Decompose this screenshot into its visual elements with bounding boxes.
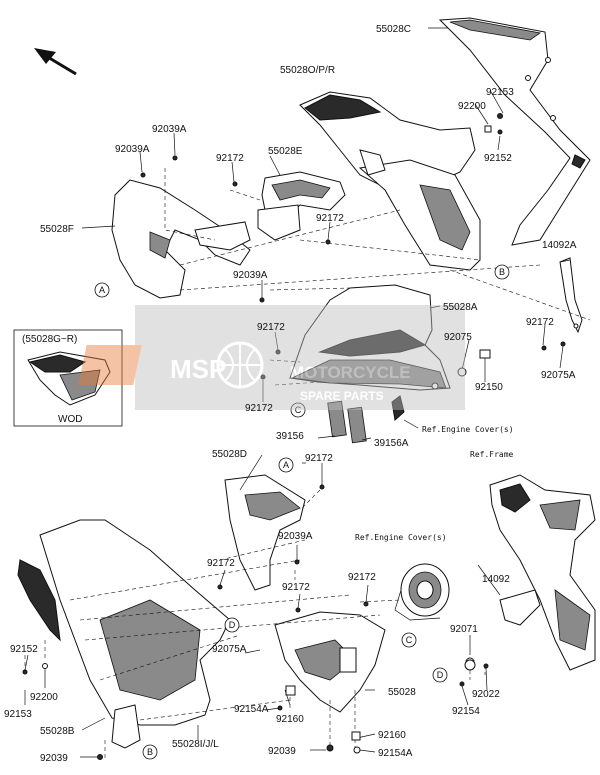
ref-frame: Ref.Frame xyxy=(470,450,514,459)
part-label-92172: 92172 xyxy=(216,153,244,164)
part-label-14092: 14092 xyxy=(482,574,510,585)
lower-panel-55028-part xyxy=(274,611,386,713)
middle-cowl-55028A-part xyxy=(289,284,451,391)
svg-text:D: D xyxy=(437,670,444,680)
callout-A2: A xyxy=(278,457,294,473)
watermark-line1: MOTORCYCLE xyxy=(290,363,411,382)
part-label-55028F: 55028F xyxy=(40,224,74,235)
part-label-92039A: 92039A xyxy=(115,144,150,155)
svg-text:B: B xyxy=(147,747,153,757)
callout-C1: C xyxy=(290,402,306,418)
part-label-92039A: 92039A xyxy=(152,124,187,135)
part-label-92160: 92160 xyxy=(276,714,304,725)
part-label-55028: 55028 xyxy=(388,687,416,698)
part-label-55028D: 55028D xyxy=(212,449,247,460)
inset-caption: WOD xyxy=(58,414,82,425)
part-label-92022: 92022 xyxy=(472,689,500,700)
part-label-92172: 92172 xyxy=(526,317,554,328)
watermark-line2: SPARE PARTS xyxy=(300,389,384,403)
svg-text:C: C xyxy=(406,635,413,645)
part-label-92172: 92172 xyxy=(207,558,235,569)
frame-ref-part xyxy=(489,474,596,671)
part-label-92154A: 92154A xyxy=(234,704,269,715)
part-label-92039A: 92039A xyxy=(233,270,268,281)
svg-text:C: C xyxy=(295,405,302,415)
svg-text:B: B xyxy=(499,267,505,277)
part-label-92200: 92200 xyxy=(458,101,486,112)
part-label-39156A: 39156A xyxy=(374,438,409,449)
part-label-55028OPR: 55028O/P/R xyxy=(280,65,335,76)
part-label-92154: 92154 xyxy=(452,706,480,717)
part-label-92153: 92153 xyxy=(486,87,514,98)
part-label-92160: 92160 xyxy=(378,730,406,741)
watermark: MSP MOTORCYCLE SPARE PARTS xyxy=(78,305,465,410)
bracket-14092A-part xyxy=(559,257,583,334)
watermark-brand: MSP xyxy=(170,354,226,384)
part-label-92075A: 92075A xyxy=(541,370,576,381)
part-label-92172: 92172 xyxy=(245,403,273,414)
part-label-92039A: 92039A xyxy=(278,531,313,542)
engine-cover-ref-part xyxy=(394,563,450,621)
upper-cowl-part xyxy=(438,17,591,246)
part-label-92172: 92172 xyxy=(257,322,285,333)
callout-B1: B xyxy=(494,264,510,280)
part-label-92172: 92172 xyxy=(316,213,344,224)
part-label-92039: 92039 xyxy=(268,746,296,757)
part-label-92153: 92153 xyxy=(4,709,32,720)
part-label-92039: 92039 xyxy=(40,753,68,764)
svg-text:A: A xyxy=(99,285,105,295)
part-label-92200: 92200 xyxy=(30,692,58,703)
callout-A1: A xyxy=(94,282,110,298)
grommet-39156-part xyxy=(327,395,405,444)
part-label-92172: 92172 xyxy=(282,582,310,593)
panel-55028D-part xyxy=(224,474,306,591)
bracket-55028E-part xyxy=(257,171,346,241)
callout-B2: B xyxy=(142,744,158,760)
part-label-55028IJL: 55028I/J/L xyxy=(172,739,219,750)
part-label-92150: 92150 xyxy=(475,382,503,393)
side-cowl-55028F-part xyxy=(111,179,251,299)
part-label-92071: 92071 xyxy=(450,624,478,635)
ref-engine-cover-1: Ref.Engine Cover(s) xyxy=(422,425,514,434)
fasteners xyxy=(22,113,566,760)
callout-D2: D xyxy=(432,667,448,683)
callout-C2: C xyxy=(401,632,417,648)
callout-D1: D xyxy=(224,617,240,633)
lower-cowl-55028IJL-part xyxy=(17,519,231,749)
ref-engine-cover-2: Ref.Engine Cover(s) xyxy=(355,533,447,542)
part-label-55028E: 55028E xyxy=(268,146,303,157)
leader-lines xyxy=(24,27,571,758)
part-label-39156: 39156 xyxy=(276,431,304,442)
part-label-92172: 92172 xyxy=(305,453,333,464)
part-label-92154A: 92154A xyxy=(378,748,413,759)
part-label-92075A: 92075A xyxy=(212,644,247,655)
part-label-92172: 92172 xyxy=(348,572,376,583)
inset-box xyxy=(13,329,123,427)
part-label-55028C: 55028C xyxy=(376,24,411,35)
part-label-14092A: 14092A xyxy=(542,240,577,251)
inner-cowl-part xyxy=(299,91,481,271)
inset-title: (55028G~R) xyxy=(22,334,77,345)
front-direction-arrow-icon xyxy=(34,48,77,76)
svg-text:D: D xyxy=(229,620,236,630)
svg-text:A: A xyxy=(283,460,289,470)
part-label-92152: 92152 xyxy=(10,644,38,655)
part-label-55028B: 55028B xyxy=(40,726,75,737)
part-label-55028A: 55028A xyxy=(443,302,478,313)
part-label-92152: 92152 xyxy=(484,153,512,164)
part-label-92075: 92075 xyxy=(444,332,472,343)
